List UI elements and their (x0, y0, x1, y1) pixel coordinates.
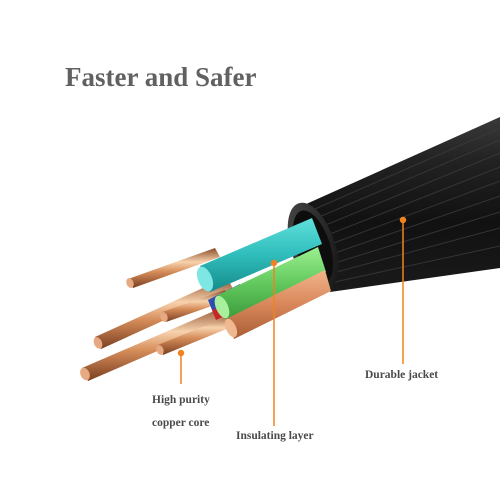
copper-conductors (80, 248, 241, 381)
callout-leaders (177, 216, 407, 426)
callout-copper-core-line2: copper core (152, 417, 210, 429)
callout-durable-jacket: Durable jacket (365, 369, 439, 381)
headline: Faster and Safer (65, 62, 257, 92)
callout-copper-core: High purity copper core (152, 389, 210, 435)
callout-copper-core-line1: High purity (152, 394, 210, 406)
insulated-wires (196, 218, 331, 339)
callout-insulating-layer: Insulating layer (236, 430, 314, 442)
